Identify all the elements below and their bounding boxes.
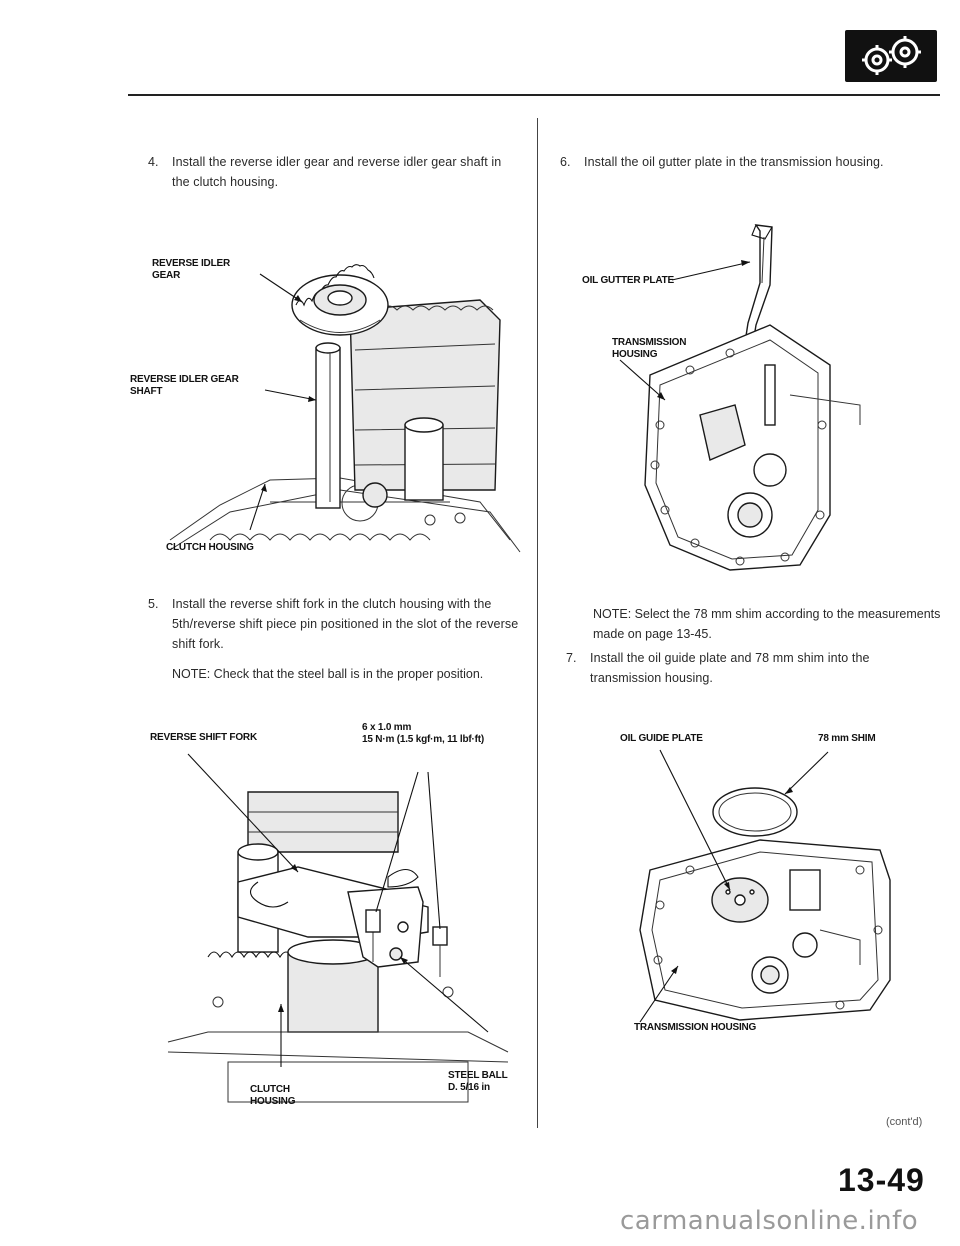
figure-oil-gutter-plate: OIL GUTTER PLATE TRANSMISSION HOUSING (560, 224, 940, 585)
figure-oil-guide-plate: OIL GUIDE PLATE 78 mm SHIM TRANSMISSION … (560, 730, 940, 1050)
step-number: 6. (560, 155, 571, 169)
column-divider (537, 118, 538, 1128)
transmission-housing-drawing (644, 324, 861, 571)
leader-lines (639, 749, 829, 1023)
figure-reverse-idler-gear: REVERSE IDLER GEAR REVERSE IDLER GEAR SH… (130, 240, 530, 570)
step-number: 5. (148, 597, 159, 611)
continued-marker: (cont'd) (886, 1116, 923, 1128)
label-clutch-housing: CLUTCH HOUSING (166, 542, 254, 553)
transmission-gears-icon (845, 30, 937, 82)
leader-lines (187, 753, 489, 1067)
page-number: 13-49 (838, 1162, 925, 1198)
step-5-note: NOTE: Check that the steel ball is in th… (172, 667, 484, 681)
label-transmission-housing: TRANSMISSION HOUSING (634, 1022, 757, 1033)
label-oil-guide-plate: OIL GUIDE PLATE (620, 733, 703, 744)
label-reverse-idler-gear: REVERSE IDLER GEAR (152, 258, 230, 281)
gear-cluster-drawing (349, 299, 501, 501)
bolts-drawing (365, 909, 448, 977)
step-text: Install the oil gutter plate in the tran… (584, 155, 884, 169)
leader-lines (249, 273, 317, 531)
reverse-idler-shaft-drawing (315, 342, 388, 509)
reverse-idler-gear-drawing (291, 264, 389, 336)
label-78mm-shim: 78 mm SHIM (818, 733, 876, 744)
header-rule (128, 94, 940, 96)
shim-drawing (712, 787, 798, 837)
watermark: carmanualsonline.info (620, 1206, 919, 1236)
step-number: 7. (566, 651, 577, 665)
step-text: Install the reverse idler gear and rever… (172, 155, 502, 189)
step-text: Install the reverse shift fork in the cl… (172, 597, 519, 651)
figure-reverse-shift-fork: REVERSE SHIFT FORK 6 x 1.0 mm 15 N·m (1.… (148, 722, 528, 1132)
label-bolt-spec: 6 x 1.0 mm 15 N·m (1.5 kgf·m, 11 lbf·ft) (362, 722, 484, 745)
leader-lines (619, 260, 751, 401)
step-number: 4. (148, 155, 159, 169)
housing-drawing (167, 986, 509, 1103)
label-reverse-idler-shaft: REVERSE IDLER GEAR SHAFT (130, 374, 239, 397)
label-clutch-housing: CLUTCH HOUSING (250, 1084, 296, 1107)
shift-fork-drawing (237, 866, 429, 968)
label-steel-ball: STEEL BALL D. 5/16 in (448, 1070, 508, 1093)
step-6-note: NOTE: Select the 78 mm shim according to… (593, 607, 941, 641)
step-text: Install the oil guide plate and 78 mm sh… (590, 651, 870, 685)
label-reverse-shift-fork: REVERSE SHIFT FORK (150, 732, 257, 743)
transmission-housing-drawing (639, 839, 891, 1021)
label-oil-gutter-plate: OIL GUTTER PLATE (582, 275, 674, 286)
label-transmission-housing: TRANSMISSION HOUSING (612, 337, 687, 360)
